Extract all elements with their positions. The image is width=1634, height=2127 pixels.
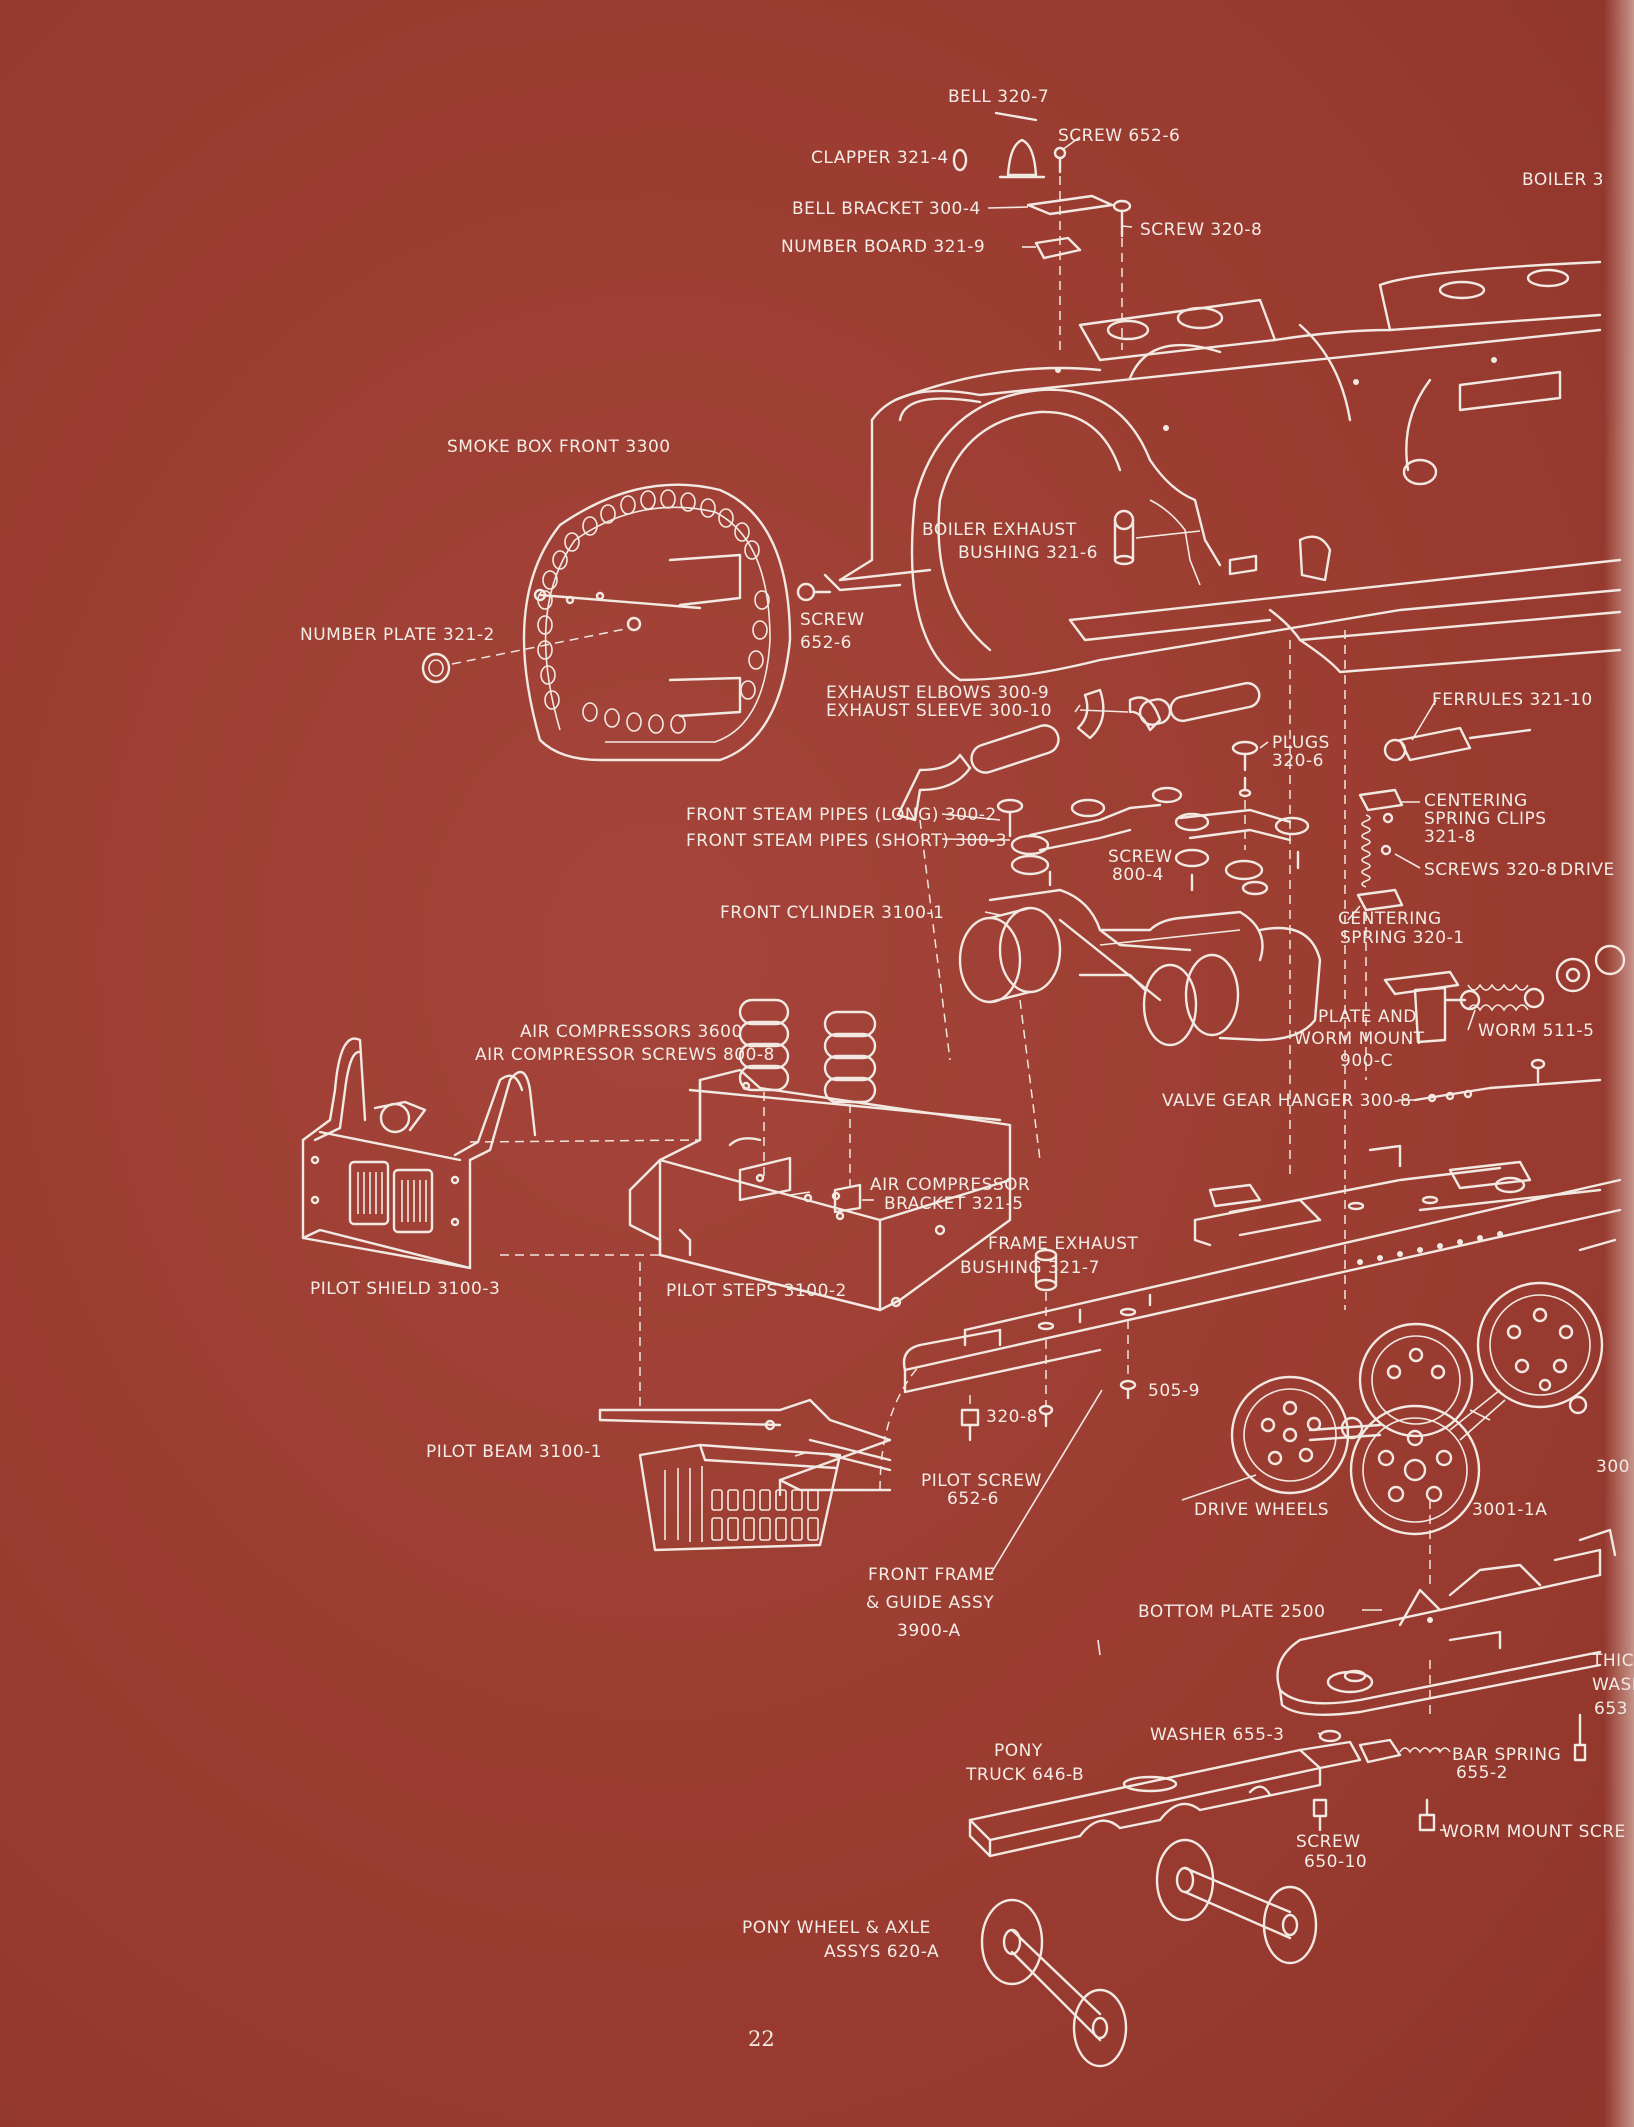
label-pony-truck-line1: PONY <box>994 1741 1043 1761</box>
label-steam-pipes-long: FRONT STEAM PIPES (LONG) 300-2 <box>686 805 997 825</box>
label-boiler-exhaust-line1: BOILER EXHAUST <box>922 520 1077 540</box>
label-air-bracket-line2: BRACKET 321-5 <box>884 1194 1024 1214</box>
drive-wheels <box>1230 1238 1617 1536</box>
label-number-plate: NUMBER PLATE 321-2 <box>300 625 495 645</box>
label-screw-side-line2: 652-6 <box>800 633 852 653</box>
label-pilot-screw-line1: PILOT SCREW <box>921 1471 1042 1491</box>
label-air-compressors: AIR COMPRESSORS 3600 <box>520 1022 743 1042</box>
label-front-frame-line1: FRONT FRAME <box>868 1565 995 1585</box>
label-number-board: NUMBER BOARD 321-9 <box>781 237 985 257</box>
label-centering-spring-line2: SPRING 320-1 <box>1340 928 1465 948</box>
label-front-frame-line2: & GUIDE ASSY <box>866 1593 994 1613</box>
label-front-cylinder: FRONT CYLINDER 3100-1 <box>720 903 944 923</box>
pilot-beam-grille <box>711 1489 819 1541</box>
label-ferrules: FERRULES 321-10 <box>1432 690 1593 710</box>
label-screw-650-10-line1: SCREW <box>1296 1832 1361 1852</box>
page-edge-shadow <box>1604 0 1634 2127</box>
label-bar-spring-line2: 655-2 <box>1456 1763 1508 1783</box>
label-screw-side-line1: SCREW <box>800 610 865 630</box>
pilot-beam <box>598 1262 921 1552</box>
label-plugs-line2: 320-6 <box>1272 751 1324 771</box>
label-screw-800-4-line1: SCREW <box>1108 847 1173 867</box>
label-centering-clips-line2: SPRING CLIPS <box>1424 809 1547 829</box>
pony-truck <box>968 1713 1587 2068</box>
label-pony-wheel-line1: PONY WHEEL & AXLE <box>742 1918 931 1938</box>
label-pony-wheel-line2: ASSYS 620-A <box>824 1942 939 1962</box>
label-plate-worm-line2: WORM MOUNT <box>1294 1029 1425 1049</box>
label-screw-800-4-line2: 800-4 <box>1112 865 1164 885</box>
label-centering-clips-line1: CENTERING <box>1424 791 1528 811</box>
label-clapper: CLAPPER 321-4 <box>811 148 949 168</box>
label-plate-worm-line1: PLATE AND <box>1318 1007 1417 1027</box>
label-drive-wheels: DRIVE WHEELS <box>1194 1500 1329 1520</box>
label-screw-320-8-small: 320-8 <box>986 1407 1038 1427</box>
label-bottom-plate: BOTTOM PLATE 2500 <box>1138 1602 1325 1622</box>
front-cylinder <box>958 888 1322 1161</box>
label-boiler: BOILER 3 <box>1522 170 1604 190</box>
label-plugs-line1: PLUGS <box>1272 733 1330 753</box>
pilot-shield <box>301 1037 537 1270</box>
label-worm-mount-screw: WORM MOUNT SCRE <box>1442 1822 1626 1842</box>
air-compressors <box>738 998 877 1190</box>
bell-assembly <box>952 111 1132 350</box>
label-pilot-screw-line2: 652-6 <box>947 1489 999 1509</box>
label-screw-320-8-top: SCREW 320-8 <box>1140 220 1262 240</box>
label-pilot-shield: PILOT SHIELD 3100-3 <box>310 1279 500 1299</box>
label-screws-320-8: SCREWS 320-8 <box>1424 860 1558 880</box>
label-centering-clips-line3: 321-8 <box>1424 827 1476 847</box>
label-exhaust-elbows: EXHAUST ELBOWS 300-9 <box>826 683 1049 703</box>
label-bar-spring-line1: BAR SPRING <box>1452 1745 1561 1765</box>
label-smoke-box-front: SMOKE BOX FRONT 3300 <box>447 437 671 457</box>
label-drive-wheels-number: 3001-1A <box>1472 1500 1547 1520</box>
label-air-compressor-screws: AIR COMPRESSOR SCREWS 800-8 <box>475 1045 775 1065</box>
exhaust-and-steam-pipes <box>896 681 1532 1061</box>
label-screw-650-10-line2: 650-10 <box>1304 1852 1367 1872</box>
centering-spring-assembly <box>1356 788 1404 1080</box>
label-frame-exhaust-line1: FRAME EXHAUST <box>988 1234 1138 1254</box>
smoke-box-front <box>421 483 832 762</box>
label-bell: BELL 320-7 <box>948 87 1049 107</box>
boiler-shell <box>823 260 1622 1310</box>
part-labels: BELL 320-7 CLAPPER 321-4 SCREW 652-6 BEL… <box>300 87 1634 2051</box>
bottom-plate <box>1276 1500 1617 1720</box>
label-pony-truck-line2: TRUCK 646-B <box>965 1765 1084 1785</box>
label-screw-505-9: 505-9 <box>1148 1381 1200 1401</box>
label-air-bracket-line1: AIR COMPRESSOR <box>870 1175 1030 1195</box>
page-number: 22 <box>748 2027 775 2051</box>
label-drive-cut: DRIVE <box>1560 860 1615 880</box>
label-steam-pipes-short: FRONT STEAM PIPES (SHORT) 300-3 <box>686 831 1007 851</box>
label-frame-exhaust-line2: BUSHING 321-7 <box>960 1258 1100 1278</box>
label-centering-spring-line1: CENTERING <box>1338 909 1442 929</box>
label-exhaust-sleeve: EXHAUST SLEEVE 300-10 <box>826 701 1052 721</box>
label-plate-worm-line3: 900-C <box>1340 1051 1393 1071</box>
label-bell-bracket: BELL BRACKET 300-4 <box>792 199 981 219</box>
label-washer: WASHER 655-3 <box>1150 1725 1284 1745</box>
label-pilot-beam: PILOT BEAM 3100-1 <box>426 1442 602 1462</box>
pilot-steps <box>469 1068 1012 1312</box>
label-screw-652-6-top: SCREW 652-6 <box>1058 126 1180 146</box>
smoke-box-rivets <box>537 489 770 734</box>
worm-and-plate <box>1383 944 1626 1044</box>
leader-lines <box>794 136 1476 1831</box>
label-valve-gear-hanger: VALVE GEAR HANGER 300-8 <box>1162 1091 1411 1111</box>
front-frame <box>902 1058 1622 1442</box>
label-boiler-exhaust-line2: BUSHING 321-6 <box>958 543 1098 563</box>
label-pilot-steps: PILOT STEPS 3100-2 <box>666 1281 847 1301</box>
label-worm: WORM 511-5 <box>1478 1021 1594 1041</box>
label-front-frame-line3: 3900-A <box>897 1621 961 1641</box>
